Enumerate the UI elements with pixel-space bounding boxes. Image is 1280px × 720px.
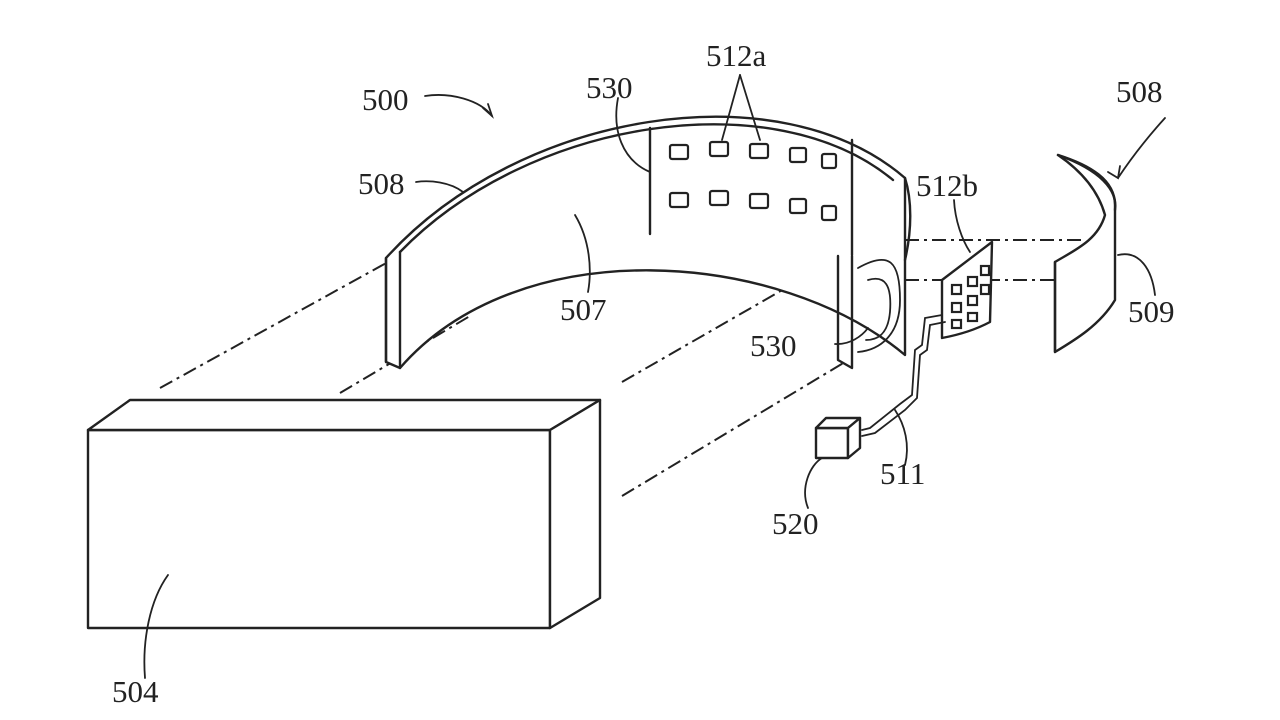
sensor-array-512a bbox=[668, 140, 838, 222]
label-530-top: 530 bbox=[586, 70, 633, 105]
label-508-right: 508 bbox=[1116, 74, 1163, 109]
module-box-520 bbox=[814, 416, 862, 460]
housing-box bbox=[86, 398, 602, 630]
label-511: 511 bbox=[880, 456, 925, 491]
attachment-509 bbox=[1053, 153, 1117, 354]
label-512a: 512a bbox=[706, 38, 767, 73]
label-509: 509 bbox=[1128, 294, 1175, 329]
label-500: 500 bbox=[362, 82, 409, 117]
reference-labels: 500 508 530 512a 507 512b 530 508 509 51… bbox=[112, 38, 1175, 709]
label-530-side: 530 bbox=[750, 328, 797, 363]
label-520: 520 bbox=[772, 506, 819, 541]
label-507: 507 bbox=[560, 292, 607, 327]
head-band bbox=[384, 115, 912, 370]
label-508-left: 508 bbox=[358, 166, 405, 201]
sensor-card-512b bbox=[940, 240, 994, 340]
cable-511 bbox=[861, 314, 946, 437]
leader-lines bbox=[143, 74, 1166, 679]
label-512b: 512b bbox=[916, 168, 978, 203]
label-504: 504 bbox=[112, 674, 159, 709]
